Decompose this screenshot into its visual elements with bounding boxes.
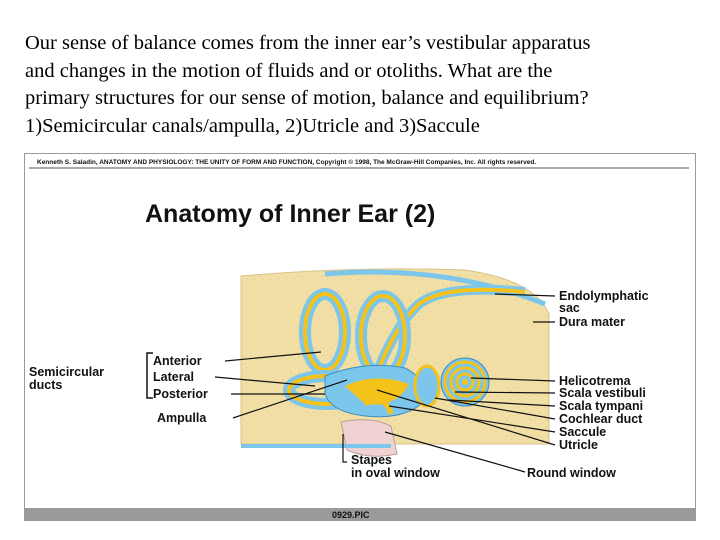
text-line-2: and changes in the motion of fluids and … [25,59,553,82]
label-round-window: Round window [527,466,616,480]
label-stapes: Stapes [351,453,392,467]
label-posterior: Posterior [153,387,208,401]
figure-footer-text: 0929.PIC [332,510,370,520]
label-helicotrema: Helicotrema [559,374,632,388]
label-saccule: Saccule [559,425,606,439]
figure-title: Anatomy of Inner Ear (2) [145,200,435,228]
right-labels: Endolymphatic sac Dura mater Helicotrema… [376,289,649,452]
label-ampulla: Ampulla [157,411,207,425]
left-labels: Semicircular ducts Anterior Lateral Post… [29,351,348,425]
stapes [340,419,398,457]
label-utricle: Utricle [559,438,598,452]
inner-ear-figure: Kenneth S. Saladin, ANATOMY AND PHYSIOLO… [24,153,696,521]
label-anterior: Anterior [153,354,202,368]
text-line-4: 1)Semicircular canals/ampulla, 2)Utricle… [25,114,480,137]
figure-footer-bar [25,508,695,520]
slide-body-text: Our sense of balance comes from the inne… [25,30,705,140]
label-scala-vestibuli: Scala vestibuli [559,386,646,400]
figure-credit: Kenneth S. Saladin, ANATOMY AND PHYSIOLO… [37,158,536,166]
bottom-labels: Stapes in oval window Round window [342,431,616,480]
label-semicircular: Semicircular [29,365,104,379]
label-dura-mater: Dura mater [559,315,625,329]
label-oval-window: in oval window [351,466,440,480]
label-ducts: ducts [29,378,62,392]
cochlea [413,357,490,408]
label-lateral: Lateral [153,370,194,384]
label-scala-tympani: Scala tympani [559,399,643,413]
label-sac: sac [559,301,580,315]
label-endolymphatic: Endolymphatic [559,289,649,303]
text-line-1: Our sense of balance comes from the inne… [25,32,591,54]
text-line-3: primary structures for our sense of moti… [25,87,589,109]
label-cochlear-duct: Cochlear duct [559,412,643,426]
